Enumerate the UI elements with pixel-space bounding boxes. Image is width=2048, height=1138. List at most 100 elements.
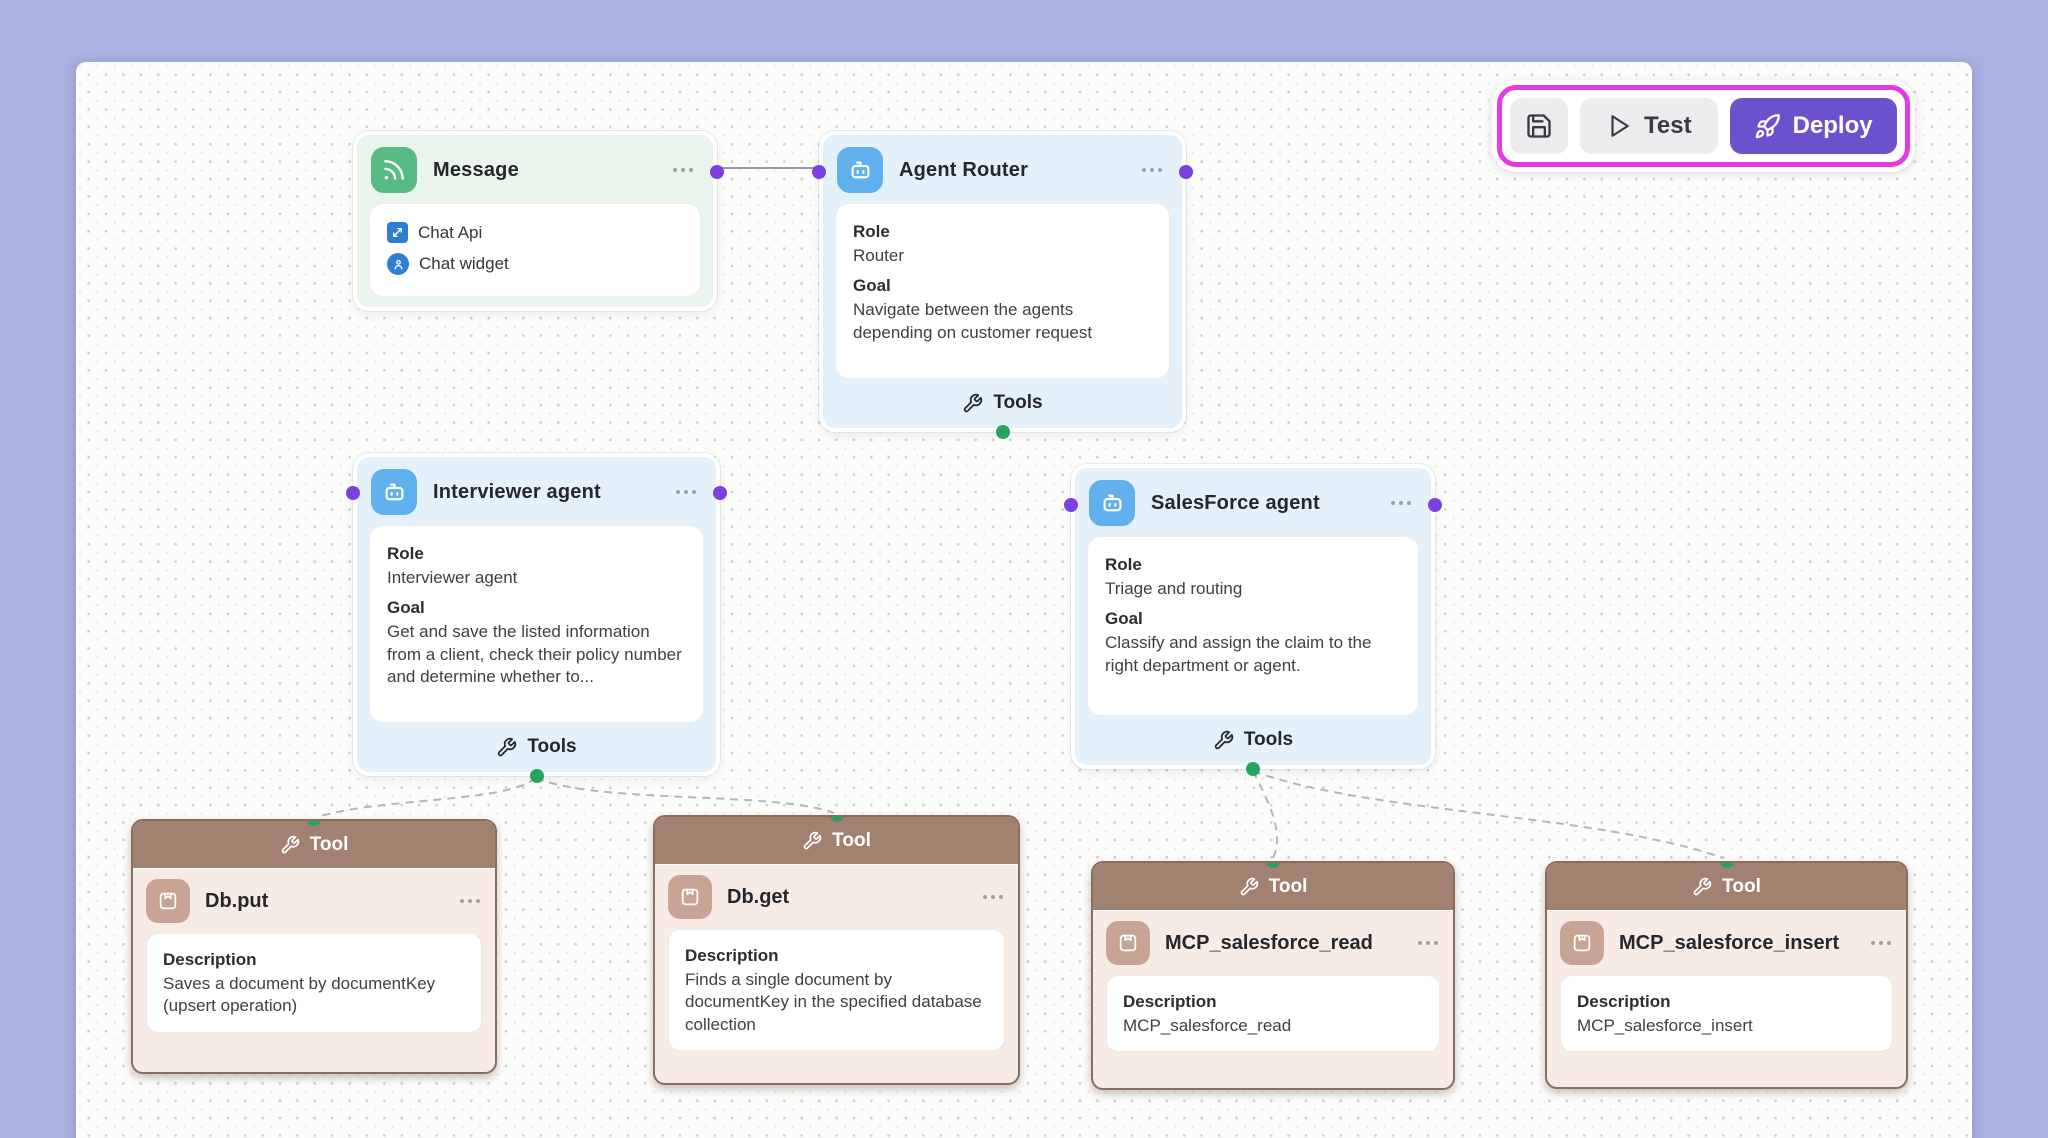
- node-menu-button[interactable]: [1140, 162, 1164, 178]
- goal-value: Get and save the listed information from…: [387, 622, 682, 687]
- node-message[interactable]: Message Chat Api Chat widget: [353, 131, 724, 311]
- node-salesforce-agent[interactable]: SalesForce agent Role Triage and routing…: [1064, 464, 1442, 776]
- channel-label: Chat widget: [419, 254, 509, 273]
- wrench-icon: [1693, 877, 1712, 895]
- message-channels-card: Chat Api Chat widget: [369, 203, 701, 297]
- goal-label: Goal: [1105, 609, 1143, 629]
- description-label: Description: [1577, 992, 1671, 1011]
- node-title: SalesForce agent: [1151, 491, 1320, 514]
- tool-name: MCP_salesforce_read: [1165, 931, 1373, 954]
- agent-details-card: Role Router Goal Navigate between the ag…: [835, 203, 1170, 379]
- description-value: Finds a single document by documentKey i…: [685, 970, 982, 1034]
- agent-details-card: Role Triage and routing Goal Classify an…: [1087, 536, 1419, 716]
- wrench-icon: [964, 393, 983, 412]
- channel-chat-api[interactable]: Chat Api: [387, 222, 683, 243]
- test-button[interactable]: Test: [1580, 98, 1718, 154]
- node-menu-button[interactable]: [1389, 495, 1413, 511]
- node-agent-router[interactable]: Agent Router Role Router Goal Navigate b…: [812, 131, 1193, 439]
- tool-header-label: Tool: [309, 833, 349, 855]
- mcp-insert-target-handle[interactable]: [1719, 863, 1734, 868]
- dbput-target-handle[interactable]: [307, 821, 321, 826]
- node-interviewer-agent[interactable]: Interviewer agent Role Interviewer agent…: [346, 453, 727, 783]
- tool-description-card: Description Saves a document by document…: [146, 933, 482, 1033]
- salesforce-output-handle[interactable]: [1428, 498, 1442, 512]
- channel-chat-widget[interactable]: Chat widget: [387, 253, 683, 275]
- node-menu-button[interactable]: [981, 889, 1005, 905]
- goal-label: Goal: [387, 598, 425, 618]
- description-value: MCP_salesforce_insert: [1577, 1016, 1753, 1035]
- salesforce-tools-handle[interactable]: [1246, 762, 1260, 776]
- tool-description-card: Description MCP_salesforce_read: [1106, 975, 1440, 1053]
- description-value: MCP_salesforce_read: [1123, 1016, 1292, 1035]
- role-label: Role: [853, 222, 890, 241]
- tools-label: Tools: [527, 736, 577, 757]
- deploy-button[interactable]: Deploy: [1729, 98, 1897, 154]
- router-output-handle[interactable]: [1179, 165, 1193, 179]
- test-button-label: Test: [1644, 112, 1692, 139]
- node-menu-button[interactable]: [1416, 935, 1440, 951]
- node-menu-button[interactable]: [674, 484, 698, 500]
- package-icon: [1106, 921, 1150, 965]
- channel-label: Chat Api: [418, 222, 483, 242]
- robot-icon: [1089, 480, 1135, 526]
- goal-label: Goal: [853, 276, 891, 296]
- role-value: Router: [853, 246, 905, 265]
- rocket-icon: [1755, 113, 1780, 138]
- role-value: Triage and routing: [1105, 579, 1243, 598]
- dbget-target-handle[interactable]: [829, 817, 844, 822]
- node-tool-mcp-salesforce-read[interactable]: Tool MCP_salesforce_read Description MCP…: [1091, 861, 1455, 1090]
- description-label: Description: [1123, 992, 1217, 1011]
- save-button[interactable]: [1510, 98, 1568, 154]
- node-menu-button[interactable]: [458, 893, 482, 909]
- node-tool-dbput[interactable]: Tool Db.put Description Saves a document…: [131, 819, 497, 1074]
- tool-header-label: Tool: [832, 829, 871, 851]
- goal-value: Navigate between the agents depending on…: [853, 300, 1093, 342]
- wrench-icon: [1240, 877, 1258, 895]
- description-value: Saves a document by documentKey (upsert …: [163, 974, 436, 1016]
- node-tool-dbget[interactable]: Tool Db.get Description Finds a single d…: [653, 815, 1020, 1085]
- wrench-icon: [281, 835, 299, 853]
- node-menu-button[interactable]: [1869, 935, 1893, 951]
- node-title: Agent Router: [899, 158, 1029, 181]
- edge-salesforce-mcpinsert: [1252, 770, 1724, 859]
- tool-header-label: Tool: [1268, 875, 1308, 897]
- role-label: Role: [1105, 555, 1142, 574]
- wrench-icon: [498, 737, 517, 756]
- router-tools-handle[interactable]: [995, 425, 1010, 439]
- package-icon: [668, 875, 712, 919]
- node-menu-button[interactable]: [671, 162, 695, 178]
- tools-section[interactable]: Tools: [1087, 716, 1419, 755]
- node-title: Interviewer agent: [433, 480, 601, 503]
- mcp-read-target-handle[interactable]: [1266, 863, 1280, 868]
- role-label: Role: [387, 544, 424, 563]
- robot-icon: [837, 147, 883, 193]
- tools-label: Tools: [1243, 729, 1294, 750]
- router-input-handle[interactable]: [812, 165, 826, 179]
- toolbar-highlight: Test Deploy: [1492, 80, 1915, 172]
- salesforce-input-handle[interactable]: [1064, 498, 1078, 512]
- node-tool-mcp-salesforce-insert[interactable]: Tool MCP_salesforce_insert Description M…: [1545, 861, 1908, 1089]
- interviewer-input-handle[interactable]: [346, 486, 360, 500]
- tool-name: MCP_salesforce_insert: [1619, 931, 1840, 954]
- chat-api-icon: [387, 222, 408, 243]
- message-output-handle[interactable]: [710, 165, 724, 179]
- wrench-icon: [803, 831, 822, 849]
- tool-description-card: Description MCP_salesforce_insert: [1560, 975, 1893, 1053]
- package-icon: [1560, 921, 1604, 965]
- save-icon: [1527, 114, 1551, 138]
- play-icon: [1611, 115, 1629, 137]
- tool-description-card: Description Finds a single document by d…: [668, 929, 1005, 1052]
- interviewer-output-handle[interactable]: [713, 486, 727, 500]
- tools-section[interactable]: Tools: [369, 723, 704, 762]
- interviewer-tools-handle[interactable]: [529, 769, 544, 783]
- node-title: Message: [433, 158, 519, 181]
- wrench-icon: [1214, 730, 1233, 749]
- tools-section[interactable]: Tools: [835, 379, 1170, 418]
- package-icon: [146, 879, 190, 923]
- rss-feed-icon: [371, 147, 417, 193]
- tool-name: Db.put: [205, 889, 269, 912]
- chat-widget-icon: [387, 253, 409, 275]
- tool-header-label: Tool: [1722, 875, 1761, 897]
- edge-interviewer-dbget: [535, 777, 835, 814]
